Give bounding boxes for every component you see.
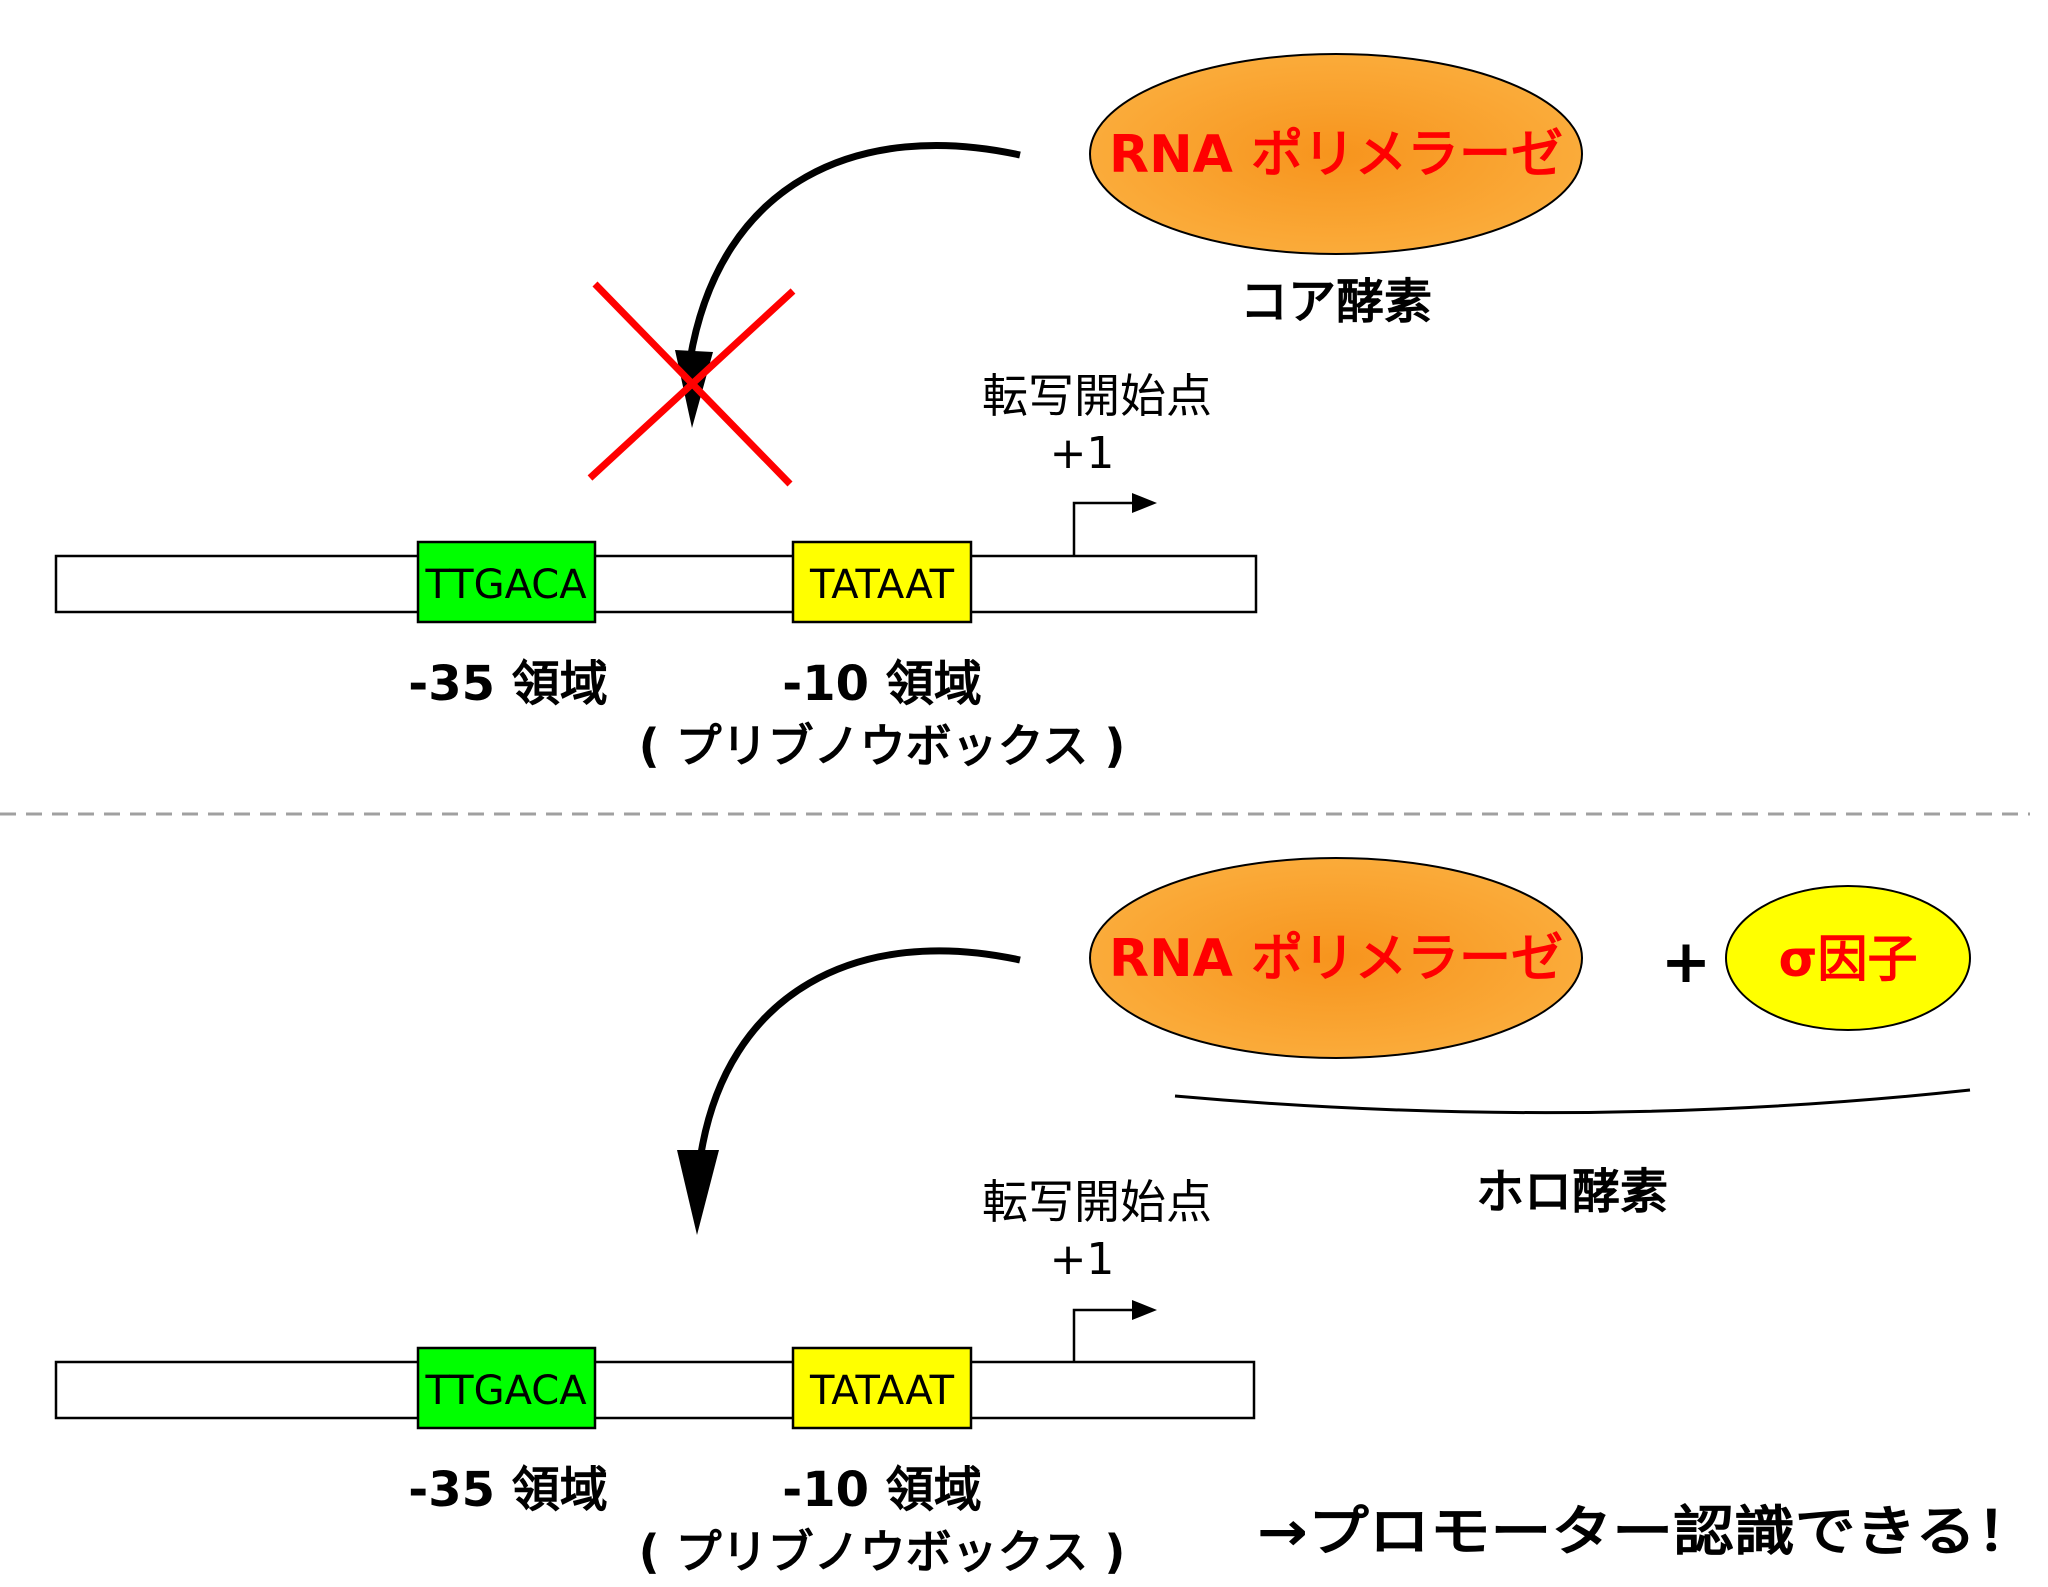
start-site-label: 転写開始点 [982,369,1212,423]
box-10-sequence: TATAAT [809,562,955,608]
core-enzyme-caption: コア酵素 [1240,274,1432,330]
start-site-position: +1 [1050,1234,1115,1285]
box-35 [416,1346,597,1430]
box-10 [791,1346,973,1430]
holo-enzyme-ellipse [1089,857,1583,1059]
box-10 [791,540,973,624]
bottom-panel: RNA ポリメラーゼ + σ因子 ホロ酵素 転写開始点 +1 TTGACA TA… [54,857,2037,1579]
box-10-sequence: TATAAT [809,1368,955,1414]
holo-enzyme-caption: ホロ酵素 [1476,1164,1668,1220]
core-enzyme-ellipse [1089,53,1583,255]
start-site-arrow [1072,493,1157,555]
plus-sign: + [1661,927,1711,997]
pribnow-box-label: ( プリブノウボックス ) [639,1525,1126,1579]
region-35-label: -35 領域 [408,656,607,712]
holo-brace [1174,1088,1971,1115]
pribnow-box-label: ( プリブノウボックス ) [639,719,1126,773]
result-text: →プロモーター認識できる！ [1257,1500,2037,1563]
region-10-label: -10 領域 [782,1462,981,1518]
box-35-sequence: TTGACA [424,562,587,608]
sigma-factor-ellipse [1725,885,1971,1031]
region-10-label: -10 領域 [782,656,981,712]
holo-enzyme-label: RNA ポリメラーゼ [1109,929,1563,989]
sigma-factor-label: σ因子 [1779,930,1918,988]
start-site-position: +1 [1050,428,1115,479]
top-panel: RNA ポリメラーゼ コア酵素 転写開始点 +1 TTGACA TATAAT -… [54,53,1583,773]
dna-strand [54,554,1258,614]
core-enzyme-label: RNA ポリメラーゼ [1109,125,1563,185]
start-site-arrow [1072,1300,1157,1362]
start-site-label: 転写開始点 [982,1175,1212,1229]
cross-icon [587,281,796,487]
box-35-sequence: TTGACA [424,1368,587,1414]
binding-arrow [696,947,1021,1161]
box-35 [416,540,597,624]
region-35-label: -35 領域 [408,1462,607,1518]
approach-arrow [686,141,1021,361]
binding-arrowhead [677,1150,719,1235]
dna-strand [54,1360,1256,1420]
